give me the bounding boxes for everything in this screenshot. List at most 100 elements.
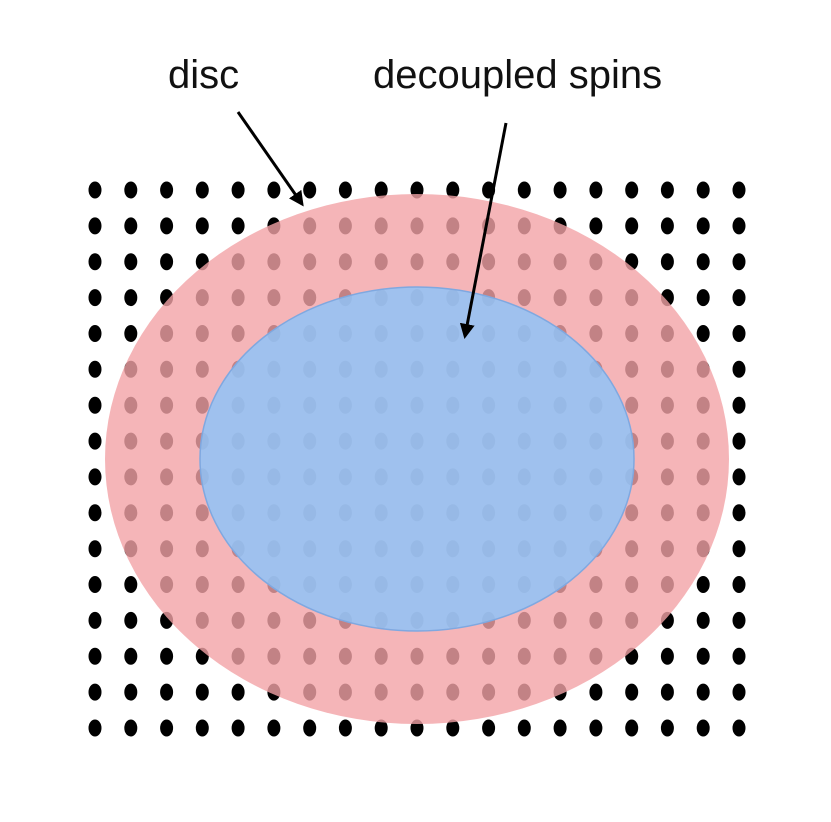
spin-dot <box>517 719 531 737</box>
spin-dot <box>88 468 102 486</box>
spin-dot <box>732 468 746 486</box>
spin-dot <box>124 719 138 737</box>
spin-dot <box>267 719 281 737</box>
spin-dot <box>696 576 710 593</box>
disc-arrow <box>236 111 304 207</box>
spin-dot <box>732 683 746 701</box>
spin-dot <box>88 289 102 307</box>
spin-dot <box>625 683 639 701</box>
spin-dot <box>374 181 388 199</box>
spin-dot <box>88 325 102 342</box>
spin-dot <box>124 647 138 665</box>
spin-dot <box>88 719 102 737</box>
spin-dot <box>625 719 639 737</box>
spin-dot <box>625 217 639 235</box>
spin-dot <box>517 181 531 199</box>
spin-dot <box>732 289 746 307</box>
decoupled-spins-label: decoupled spins <box>373 53 662 97</box>
spin-dot <box>88 360 102 378</box>
spin-dot <box>88 181 102 199</box>
spin-dot <box>124 217 138 235</box>
spin-dot <box>195 181 209 199</box>
spin-dot <box>374 719 388 737</box>
spin-dot <box>732 576 746 593</box>
spin-dot <box>589 683 603 701</box>
spin-dot <box>446 719 460 737</box>
spin-dot <box>160 719 174 737</box>
spin-dot <box>124 683 138 701</box>
spin-dot <box>160 253 174 271</box>
spin-dot <box>589 719 603 737</box>
spin-dot <box>160 683 174 701</box>
spin-dot <box>303 719 317 737</box>
spin-dot <box>732 611 746 629</box>
spin-dot <box>696 719 710 737</box>
spin-dot <box>589 181 603 199</box>
spin-dot <box>124 289 138 307</box>
spin-dot <box>88 396 102 414</box>
spin-dot <box>124 611 138 629</box>
spin-dot <box>303 181 317 199</box>
spin-dot <box>732 396 746 414</box>
spin-dot <box>732 504 746 522</box>
spin-dot <box>267 181 281 199</box>
spin-dot <box>195 683 209 701</box>
spin-dot <box>660 253 674 271</box>
spin-dot <box>660 647 674 665</box>
spin-dot <box>88 540 102 558</box>
spin-dot <box>160 217 174 235</box>
spin-dot <box>160 181 174 199</box>
spin-dot <box>732 325 746 342</box>
spin-dot <box>696 289 710 307</box>
spin-dot <box>124 576 138 593</box>
spin-dot <box>732 253 746 271</box>
spin-dot <box>696 683 710 701</box>
spin-dot <box>231 719 245 737</box>
spin-dot <box>732 217 746 235</box>
spin-dot <box>124 325 138 342</box>
spin-dot <box>231 181 245 199</box>
spin-dot <box>553 181 567 199</box>
spin-dot <box>732 360 746 378</box>
spin-dot <box>553 719 567 737</box>
spin-dot <box>338 719 352 737</box>
spin-dot <box>88 504 102 522</box>
spin-dot <box>124 253 138 271</box>
spin-dot <box>660 181 674 199</box>
spin-dot <box>88 611 102 629</box>
spin-dot <box>482 719 496 737</box>
decoupled-spins-region <box>199 286 635 632</box>
spin-dot <box>446 181 460 199</box>
spin-dot <box>696 611 710 629</box>
spin-dot <box>732 181 746 199</box>
spin-dot <box>124 181 138 199</box>
spin-dot <box>88 576 102 593</box>
spin-dot <box>589 217 603 235</box>
spin-dot <box>88 683 102 701</box>
spin-dot <box>231 217 245 235</box>
spin-dot <box>88 217 102 235</box>
spin-dot <box>732 432 746 450</box>
spin-dot <box>195 217 209 235</box>
spin-dot <box>696 253 710 271</box>
disc-label: disc <box>168 53 239 97</box>
spin-dot <box>88 647 102 665</box>
spin-dot <box>696 181 710 199</box>
spin-dot <box>732 719 746 737</box>
spin-dot <box>732 647 746 665</box>
spin-dot <box>231 683 245 701</box>
decoupled-spins-arrow <box>459 122 508 339</box>
spin-dot <box>625 181 639 199</box>
spin-dot <box>696 647 710 665</box>
spin-dot <box>88 253 102 271</box>
spin-dot <box>88 432 102 450</box>
spin-dot <box>338 181 352 199</box>
spin-dot <box>732 540 746 558</box>
spin-dot <box>696 325 710 342</box>
spin-dot <box>195 719 209 737</box>
spin-dot <box>160 647 174 665</box>
spin-dot <box>660 719 674 737</box>
spin-dot <box>660 683 674 701</box>
spin-dot <box>660 217 674 235</box>
